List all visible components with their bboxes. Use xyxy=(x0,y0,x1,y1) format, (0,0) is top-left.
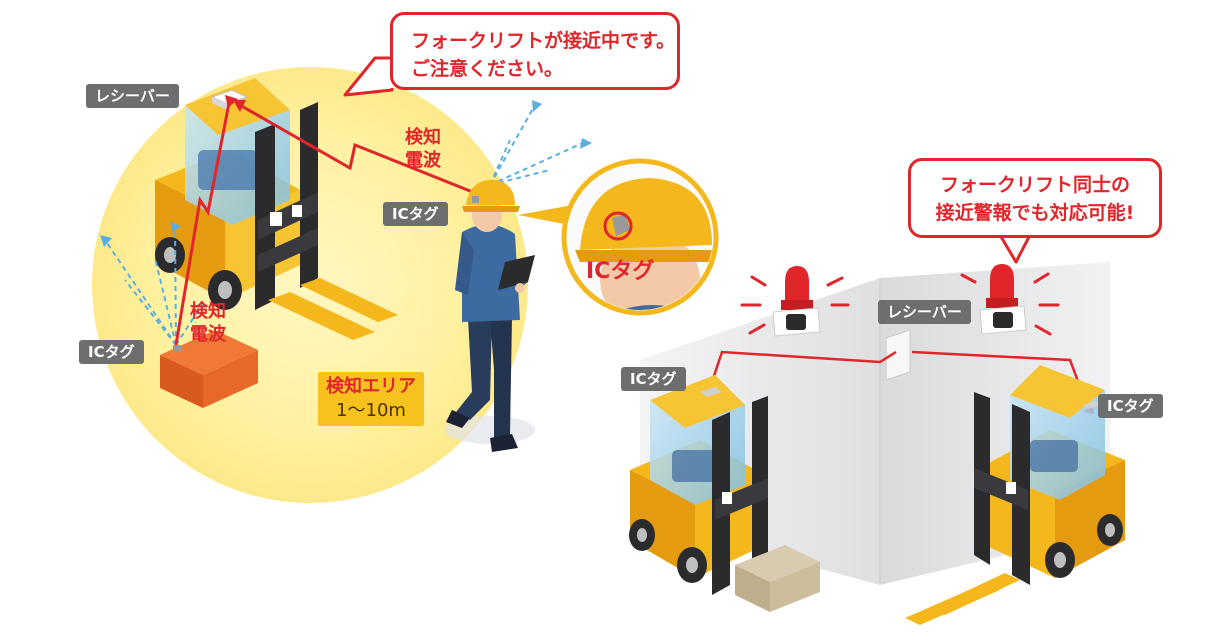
warning-beacon-right xyxy=(960,264,1060,336)
worker-illustration xyxy=(446,179,535,452)
forklift-right-b-illustration xyxy=(905,365,1125,625)
detect-wave-label-upper-line2: 電波 xyxy=(405,150,441,171)
cargo-box-illustration xyxy=(160,330,258,408)
radio-wave-box xyxy=(104,227,206,346)
receiver-label-left: レシーバー xyxy=(86,84,179,108)
warning-bubble-right-line1: フォークリフト同士の xyxy=(939,174,1130,196)
detection-area-title: 検知エリア xyxy=(326,376,416,397)
forklift-right-a-illustration xyxy=(629,375,820,612)
warning-bubble-top: フォークリフトが接近中です。 ご注意ください。 xyxy=(390,12,680,90)
bubble-right-tail xyxy=(998,233,1032,264)
detect-wave-label-lower: 検知 電波 xyxy=(190,300,226,346)
warning-beacon-left xyxy=(740,266,850,337)
warning-bubble-top-line1: フォークリフトが接近中です。 xyxy=(411,30,676,52)
receiver-label-right: レシーバー xyxy=(878,300,971,324)
ic-tag-label-forklift-left: ICタグ xyxy=(621,367,686,391)
detect-wave-label-upper-line1: 検知 xyxy=(405,127,441,148)
detection-area-range: 1〜10m xyxy=(336,400,406,421)
detect-wave-label-upper: 検知 電波 xyxy=(405,126,441,172)
warning-bubble-top-line2: ご注意ください。 xyxy=(411,58,564,80)
ic-tag-label-forklift-right: ICタグ xyxy=(1098,394,1163,418)
detect-wave-line-helmet xyxy=(237,102,481,197)
ic-tag-label-helmet: ICタグ xyxy=(383,202,448,226)
zoom-helmet-illustration xyxy=(561,158,719,316)
warning-bubble-right: フォークリフト同士の 接近警報でも対応可能! xyxy=(908,158,1162,238)
detect-wave-line-right-a xyxy=(708,350,897,389)
detection-area-label: 検知エリア 1〜10m xyxy=(318,372,424,426)
detect-wave-label-lower-line2: 電波 xyxy=(190,324,226,345)
ic-tag-label-zoom: ICタグ xyxy=(586,259,655,284)
detect-wave-label-lower-line1: 検知 xyxy=(190,301,226,322)
radio-wave-helmet xyxy=(489,104,586,186)
detect-wave-line-box xyxy=(174,97,232,346)
ic-tag-label-box: ICタグ xyxy=(79,340,144,364)
warning-bubble-right-line2: 接近警報でも対応可能! xyxy=(935,202,1135,224)
